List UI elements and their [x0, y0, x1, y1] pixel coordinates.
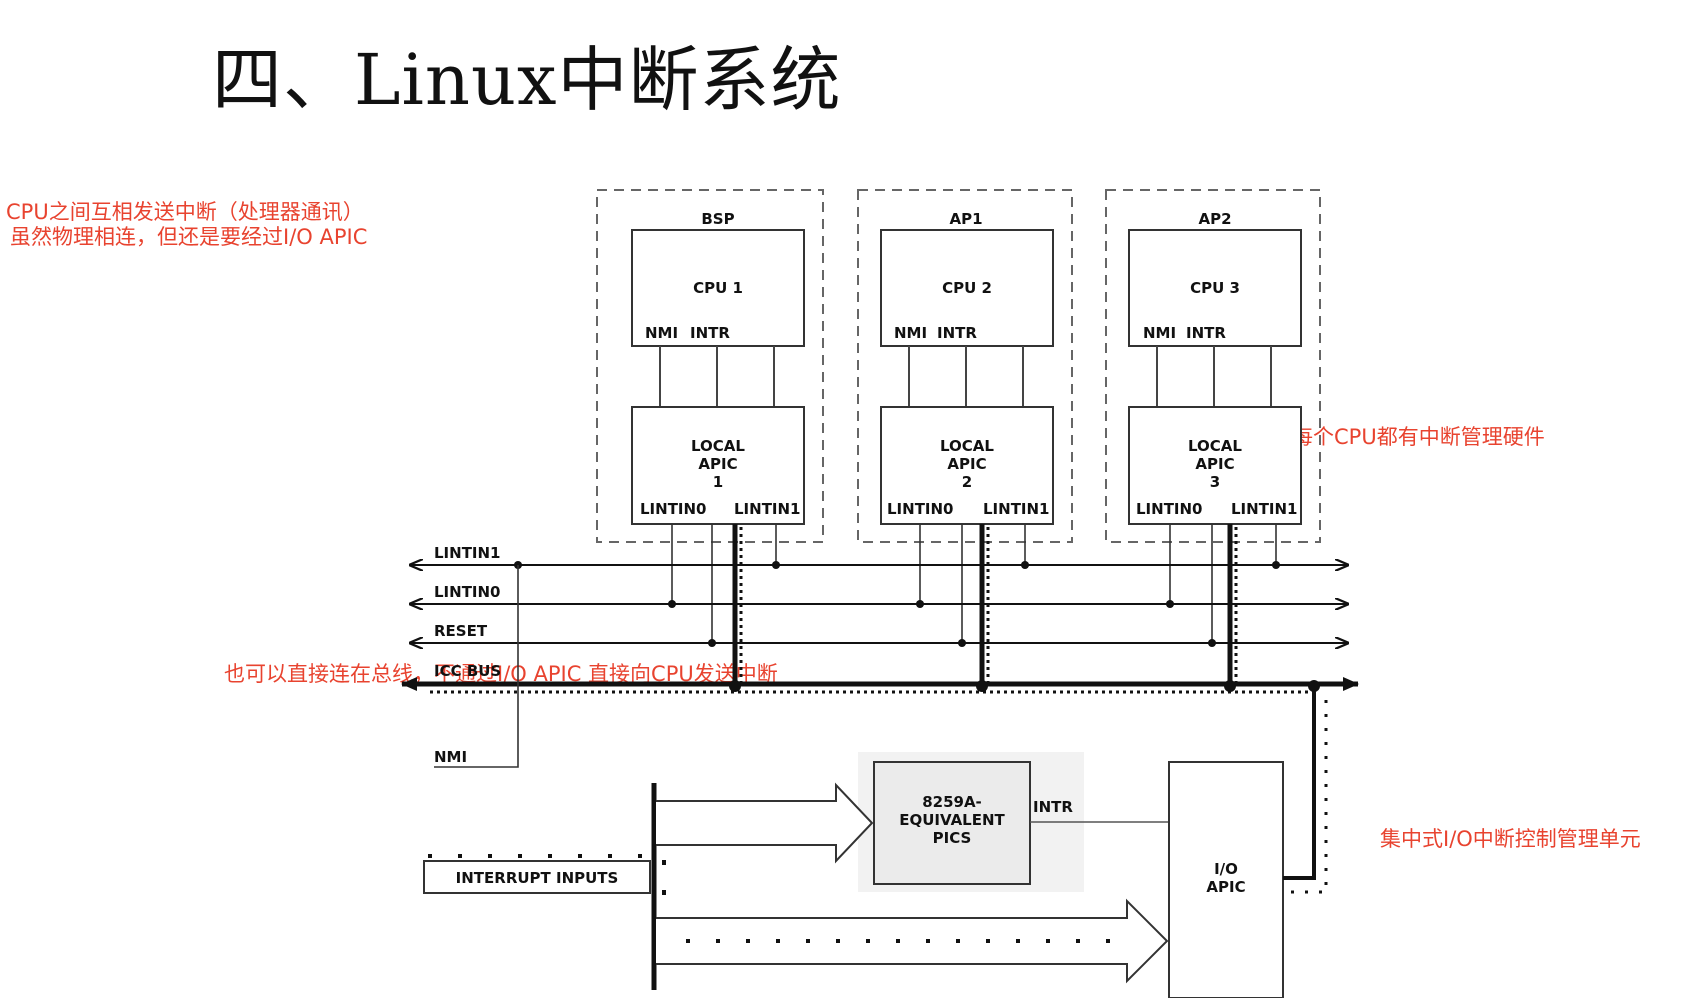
apic2-lintin0-pin: LINTIN0 — [887, 500, 954, 518]
ap2-group-frame — [1105, 189, 1321, 543]
ipi-annotation-line1: CPU之间互相发送中断（处理器通讯） — [6, 200, 364, 224]
local-apic2-label-l1: LOCAL — [940, 437, 994, 455]
lintin0-bus-label: LINTIN0 — [434, 583, 501, 601]
local-apic1-number: 1 — [713, 473, 723, 491]
cpu1-nmi-pin: NMI — [645, 324, 678, 342]
apic2-lintin1-pin: LINTIN1 — [983, 500, 1050, 518]
interrupt-inputs-box — [423, 860, 651, 894]
interrupt-inputs-label: INTERRUPT INPUTS — [456, 869, 619, 887]
apic3-lintin0-pin: LINTIN0 — [1136, 500, 1203, 518]
ap1-label: AP1 — [949, 210, 982, 228]
local-apic-annotation: 每个CPU都有中断管理硬件 — [1292, 425, 1545, 449]
cpu2-intr-pin: INTR — [937, 324, 977, 342]
local-apic2-box — [880, 406, 1054, 525]
pic-intr-label: INTR — [1033, 798, 1073, 816]
local-apic3-label-l1: LOCAL — [1188, 437, 1242, 455]
ipi-annotation-line2: 虽然物理相连，但还是要经过I/O APIC — [10, 225, 368, 249]
page-title: 四、Linux中断系统 — [212, 39, 842, 121]
io-apic-label-l2: APIC — [1206, 878, 1245, 896]
ap2-label: AP2 — [1198, 210, 1231, 228]
pic-label-l1: 8259A- — [922, 793, 982, 811]
cpu1-label: CPU 1 — [693, 279, 743, 297]
apic1-lintin0-pin: LINTIN0 — [640, 500, 707, 518]
pic-input-arrow — [656, 782, 874, 864]
pic-box — [873, 761, 1031, 885]
lintin1-bus-label: LINTIN1 — [434, 544, 501, 562]
cpu3-label: CPU 3 — [1190, 279, 1240, 297]
io-apic-label-l1: I/O — [1214, 860, 1238, 878]
local-apic1-box — [631, 406, 805, 525]
local-apic2-label-l2: APIC — [947, 455, 986, 473]
cpu3-nmi-pin: NMI — [1143, 324, 1176, 342]
reset-bus-label: RESET — [434, 622, 488, 640]
local-apic3-number: 3 — [1210, 473, 1220, 491]
local-apic3-label-l2: APIC — [1195, 455, 1234, 473]
nmi-label: NMI — [434, 748, 467, 766]
cpu2-box — [880, 229, 1054, 347]
apic3-lintin1-pin: LINTIN1 — [1231, 500, 1298, 518]
cpu2-nmi-pin: NMI — [894, 324, 927, 342]
io-apic-box — [1168, 761, 1284, 998]
cpu3-box — [1128, 229, 1302, 347]
cpu1-box — [631, 229, 805, 347]
apic1-lintin1-pin: LINTIN1 — [734, 500, 801, 518]
cpu1-intr-pin: INTR — [690, 324, 730, 342]
local-apic3-box — [1128, 406, 1302, 525]
local-apic1-label-l2: APIC — [698, 455, 737, 473]
ioapic-input-arrow — [656, 898, 1169, 984]
cpu2-label: CPU 2 — [942, 279, 992, 297]
pic-label-l2: EQUIVALENT — [899, 811, 1005, 829]
cpu3-intr-pin: INTR — [1186, 324, 1226, 342]
local-apic2-number: 2 — [962, 473, 972, 491]
local-apic1-label-l1: LOCAL — [691, 437, 745, 455]
bsp-label: BSP — [701, 210, 734, 228]
pic-label-l3: PICS — [933, 829, 972, 847]
ap1-group-frame — [857, 189, 1073, 543]
io-apic-annotation: 集中式I/O中断控制管理单元 — [1380, 827, 1641, 851]
icc-bus-label: ICC BUS — [434, 662, 501, 680]
